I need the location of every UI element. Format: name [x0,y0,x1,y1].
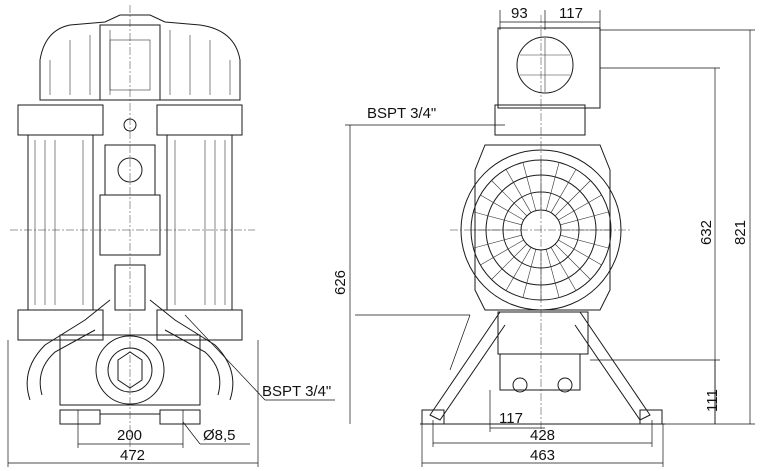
cover-rib [473,211,522,226]
cover-rib [522,249,537,298]
dim-428-label: 428 [530,427,556,444]
cover-rib [554,180,591,217]
cover-rib [560,234,609,249]
dimension-lines [7,10,755,467]
dim-117-top-label: 117 [559,5,583,22]
side-view-pump [420,15,665,430]
dim-632-label: 632 [698,219,715,245]
cover-rib [550,169,577,213]
hole-diameter-label: Ø8,5 [203,427,236,444]
cover-rib [480,194,524,221]
front-view-pump [10,5,255,450]
cover-rib [505,247,532,291]
dim-93-label: 93 [511,5,528,22]
cover-rib [558,239,602,266]
cover-rib [554,243,591,280]
dim-463-label: 463 [530,447,556,464]
dim-472-label: 472 [120,447,146,464]
dim-200-label: 200 [117,427,143,444]
dim-111-label: 111 [704,389,721,412]
dim-821-label: 821 [732,219,749,245]
cover-rib [560,211,609,226]
cover-rib [558,194,602,221]
cover-rib [473,234,522,249]
inlet-port-label: BSPT 3/4" [367,105,437,122]
dim-117-bottom-label: 117 [499,410,523,427]
cover-rib [522,162,537,211]
cover-rib [491,180,528,217]
cover-rib [550,247,577,291]
cover-rib [491,243,528,280]
dim-626-label: 626 [332,269,349,295]
cover-rib [545,162,560,211]
cover-rib [545,249,560,298]
cover-rib [480,239,524,266]
cover-rib [505,169,532,213]
outlet-port-label: BSPT 3/4" [262,383,332,400]
